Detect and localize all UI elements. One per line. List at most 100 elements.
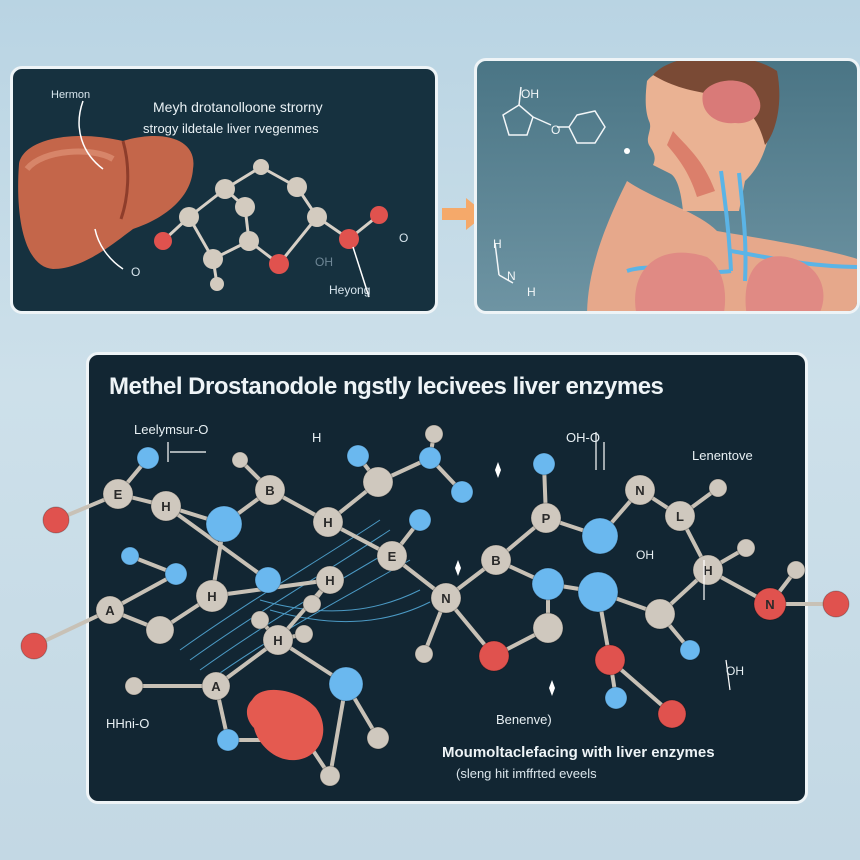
atom-label: H xyxy=(325,573,334,588)
atom xyxy=(124,676,144,696)
atom-label: N xyxy=(441,591,450,606)
atom-label: A xyxy=(105,603,115,618)
atom-label: E xyxy=(114,487,123,502)
atom xyxy=(376,540,408,572)
atom xyxy=(450,480,474,504)
energy-wisps xyxy=(179,519,431,681)
atom xyxy=(95,595,125,625)
label-h: H xyxy=(493,237,502,251)
main-title: Methel Drostanodole ngstly lecivees live… xyxy=(109,373,664,400)
label-oh-o: OH-O xyxy=(566,430,600,445)
atom xyxy=(328,666,364,702)
caption-line2: (sleng hit imffrted eveels xyxy=(456,766,597,781)
main-molecule-panel: Methel Drostanodole ngstly lecivees live… xyxy=(86,352,808,804)
liver-panel: Hermon Meyh drotanolloone strorny strogy… xyxy=(10,66,438,314)
atom xyxy=(346,444,370,468)
atom xyxy=(581,517,619,555)
label-oh-left: O xyxy=(131,265,141,279)
atom xyxy=(657,699,687,729)
atom xyxy=(753,587,787,621)
label-h-top: H xyxy=(312,430,322,445)
atom xyxy=(480,544,512,576)
label-hermon: Hermon xyxy=(51,89,91,101)
liver-illustration xyxy=(18,135,194,269)
atom-label: H xyxy=(273,633,282,648)
atom xyxy=(366,726,390,750)
atom-label: H xyxy=(323,515,332,530)
atom xyxy=(708,478,728,498)
atom-label: L xyxy=(676,509,684,524)
atom xyxy=(195,579,229,613)
red-blob xyxy=(246,689,324,761)
atom xyxy=(822,590,850,618)
anatomy-diagram xyxy=(494,61,857,311)
lungs-illustration xyxy=(635,252,726,311)
panel-title-line1: Meyh drotanolloone strorny xyxy=(153,99,323,115)
atom xyxy=(312,506,344,538)
label-oh-mid: OH xyxy=(636,548,654,562)
atom xyxy=(136,446,160,470)
atom xyxy=(254,566,282,594)
atom xyxy=(664,500,696,532)
atom-label: N xyxy=(765,597,774,612)
label-benenve: Benenve) xyxy=(496,712,552,727)
atom xyxy=(594,644,626,676)
atom-label: B xyxy=(265,483,274,498)
atom xyxy=(692,554,724,586)
label-h-low: H xyxy=(527,285,536,299)
bond xyxy=(32,608,112,648)
atom-label: A xyxy=(211,679,221,694)
atom xyxy=(145,615,175,645)
atom-label: H xyxy=(207,589,216,604)
atom xyxy=(294,624,314,644)
atom-label: N xyxy=(635,483,644,498)
label-leelymsur: Leelymsur-O xyxy=(134,422,209,437)
atom xyxy=(362,466,394,498)
atom xyxy=(478,640,510,672)
label-n: N xyxy=(507,269,516,283)
atom xyxy=(216,728,240,752)
label-hhni: HHni-O xyxy=(106,716,150,731)
label-heyong: Heyong xyxy=(329,283,371,297)
label-oh-right: O xyxy=(399,231,409,245)
atom xyxy=(604,686,628,710)
atom xyxy=(624,474,656,506)
label-oh-mid: OH xyxy=(315,255,333,269)
label-oh-top: OH xyxy=(521,87,539,101)
atom xyxy=(231,451,249,469)
atom xyxy=(315,565,345,595)
atom xyxy=(42,506,70,534)
atom xyxy=(430,582,462,614)
atom-label: B xyxy=(491,553,500,568)
label-oh-right: OH xyxy=(726,664,744,678)
atom xyxy=(532,452,556,476)
atom xyxy=(414,644,434,664)
panel-title-line2: strogy ildetale liver rvegenmes xyxy=(143,121,319,136)
atom xyxy=(644,598,676,630)
bond xyxy=(164,504,270,582)
label-lenentove: Lenentove xyxy=(692,448,753,463)
liver-molecule-diagram xyxy=(18,100,388,298)
atom xyxy=(531,567,565,601)
atom xyxy=(577,571,619,613)
atom xyxy=(532,612,564,644)
atom-label: H xyxy=(703,563,712,578)
atom xyxy=(164,562,188,586)
atom xyxy=(254,474,286,506)
atom xyxy=(424,424,444,444)
atom xyxy=(262,624,294,656)
sparkle-icons xyxy=(455,462,555,696)
atom xyxy=(302,594,322,614)
atom xyxy=(150,490,182,522)
atom xyxy=(205,505,243,543)
atom xyxy=(736,538,756,558)
atom xyxy=(120,546,140,566)
atom-label: P xyxy=(542,511,551,526)
anatomy-panel: OH H N H O xyxy=(474,58,860,314)
atom-label: E xyxy=(388,549,397,564)
atom xyxy=(530,502,562,534)
atom xyxy=(786,560,806,580)
atom-label: H xyxy=(161,499,170,514)
brain-illustration xyxy=(702,80,761,124)
